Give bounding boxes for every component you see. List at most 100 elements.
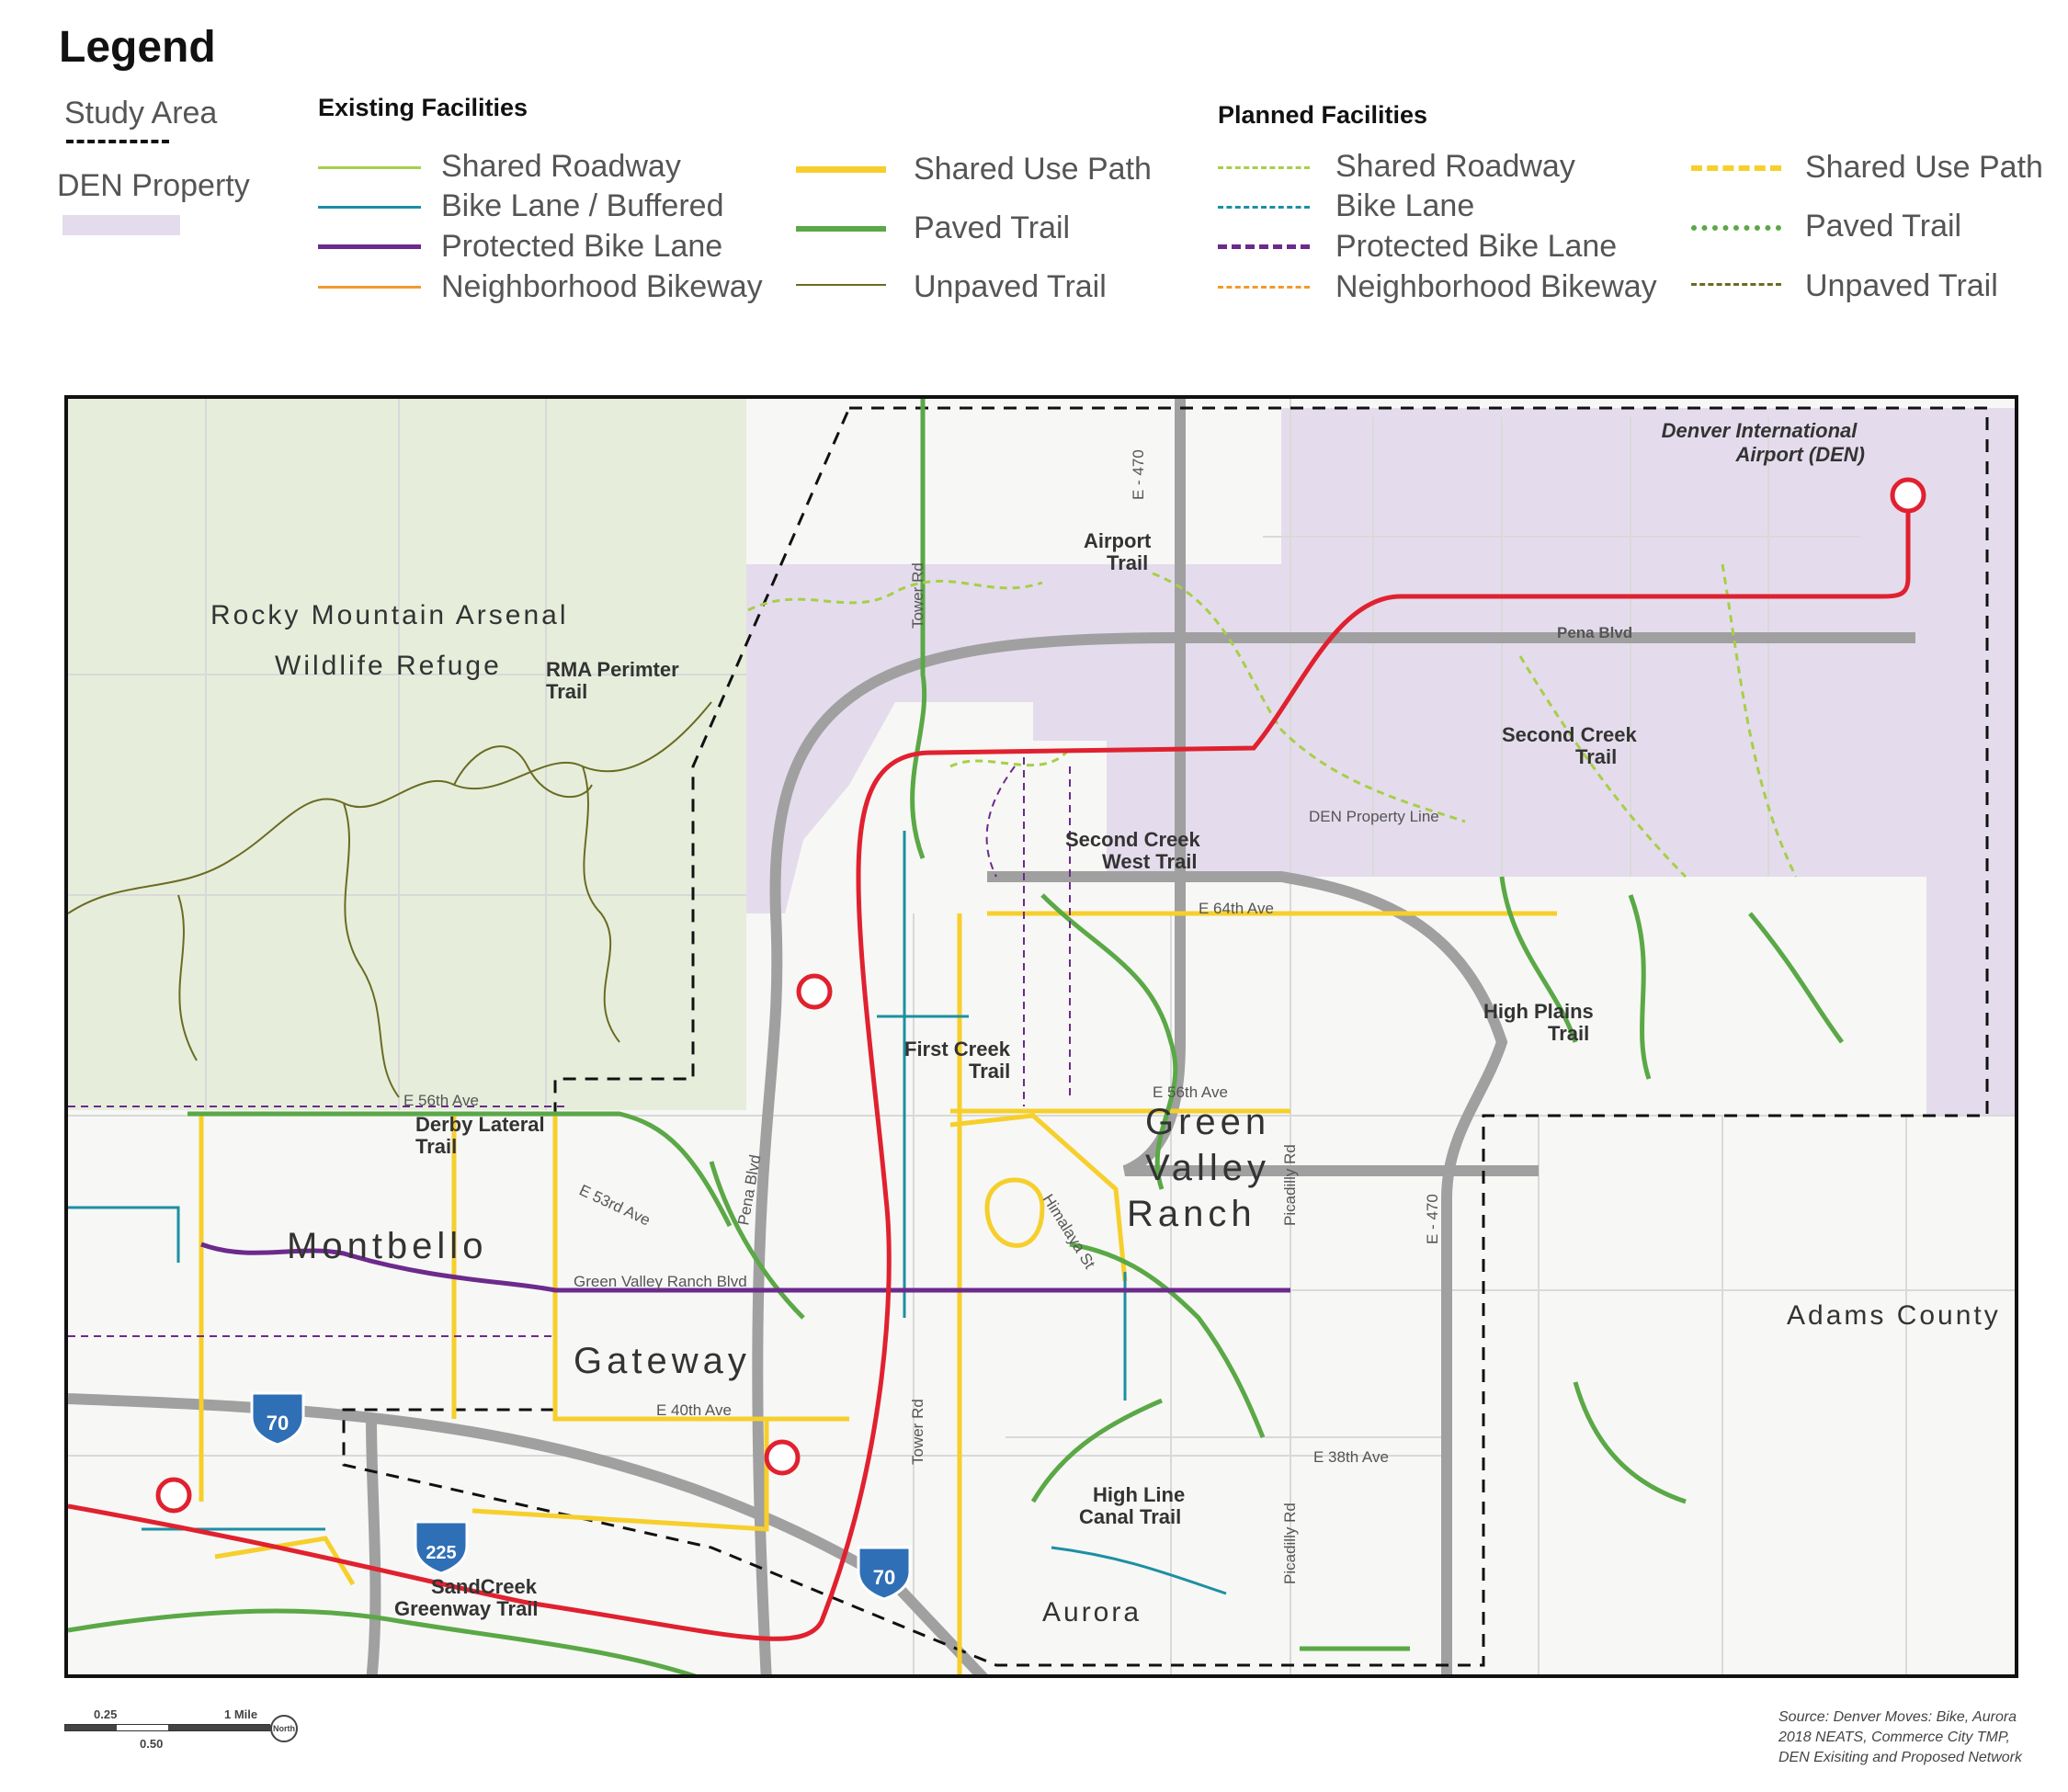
first-creek-label-line1: First Creek <box>904 1038 1011 1060</box>
study-area-boundary <box>342 406 1989 1667</box>
i70-shield-west <box>250 1391 305 1446</box>
legend-planned-paved-trail: Paved Trail <box>1805 209 1962 244</box>
legend-planned-paved-trail-swatch <box>1691 225 1781 231</box>
legend-existing-shared-use-path: Shared Use Path <box>914 152 1152 187</box>
station-central-park-icon <box>155 1477 192 1514</box>
e470-label-north: E - 470 <box>1130 449 1147 500</box>
airport-trail-label-line1: Airport <box>1084 529 1152 552</box>
refuge-area <box>68 399 746 1110</box>
bike-lanes <box>68 831 1227 1595</box>
legend-planned-unpaved-trail-swatch <box>1691 283 1781 286</box>
shared-use-paths <box>199 911 1557 1674</box>
legend-existing-protected-bike-lane: Protected Bike Lane <box>441 229 723 264</box>
legend-existing-paved-trail-swatch <box>796 226 886 232</box>
picadilly-label-north: Picadilly Rd <box>1281 1144 1299 1226</box>
source-note: Source: Denver Moves: Bike, Aurora 2018 … <box>1778 1707 2022 1768</box>
legend-planned-protected-bike-lane: Protected Bike Lane <box>1335 229 1618 264</box>
tower-rd-label-south: Tower Rd <box>909 1399 926 1465</box>
legend-planned-unpaved-trail: Unpaved Trail <box>1805 268 1998 303</box>
picadilly-label-south: Picadilly Rd <box>1281 1503 1299 1584</box>
rma-label-line2: Wildlife Refuge <box>275 651 502 681</box>
rma-label-line1: Rocky Mountain Arsenal <box>210 600 569 630</box>
i70-highway <box>68 1393 988 1674</box>
planned-protected-lanes <box>68 757 1071 1337</box>
scale-bar <box>64 1724 271 1731</box>
i70-shield-east-label: 70 <box>873 1566 895 1589</box>
e56-label-west: E 56th Ave <box>403 1092 479 1109</box>
legend-planned-heading: Planned Facilities <box>1218 101 1428 129</box>
legend-planned-shared-roadway: Shared Roadway <box>1335 149 1575 184</box>
station-markers <box>155 477 1926 1514</box>
protected-bike-lane <box>200 1242 1290 1293</box>
high-line-label-line2: Canal Trail <box>1079 1505 1181 1528</box>
den-label-line1: Denver International <box>1662 419 1858 442</box>
legend-planned-bike-lane: Bike Lane <box>1335 188 1475 223</box>
first-creek-label-line2: Trail <box>969 1060 1010 1083</box>
second-creek-west-label-line2: West Trail <box>1102 850 1198 873</box>
legend-title: Legend <box>59 23 216 72</box>
paved-trails <box>68 399 1845 1674</box>
source-line-3: DEN Exisiting and Proposed Network <box>1778 1750 2023 1765</box>
rail-line <box>68 495 1911 1641</box>
i225-shield <box>414 1520 469 1575</box>
legend-existing-unpaved-trail-swatch <box>796 284 886 286</box>
legend-existing-paved-trail: Paved Trail <box>914 210 1071 245</box>
e470-label-south: E - 470 <box>1424 1194 1441 1244</box>
adams-county-label: Adams County <box>1787 1300 2001 1331</box>
station-40th-icon <box>764 1439 801 1476</box>
high-plains-label-line1: High Plains <box>1483 1000 1594 1023</box>
airport-trail-label-line2: Trail <box>1107 551 1148 574</box>
scale-label-1mile: 1 Mile <box>224 1707 258 1721</box>
e56-label-east: E 56th Ave <box>1153 1083 1228 1101</box>
legend-existing-shared-roadway-swatch <box>318 166 421 169</box>
i70-shield-west-label: 70 <box>267 1412 289 1435</box>
e470-south-highway <box>987 871 1508 1674</box>
map-canvas: 70 225 70 Rocky Mountain Arsenal Wildlif… <box>68 399 2015 1674</box>
planned-shared-roadways <box>747 563 1798 879</box>
second-creek-west-label-line1: Second Creek <box>1065 828 1200 851</box>
gvr-label-line3: Ranch <box>1127 1194 1256 1234</box>
map-frame[interactable]: 70 225 70 Rocky Mountain Arsenal Wildlif… <box>64 395 2018 1678</box>
gvr-label-line2: Valley <box>1145 1148 1270 1188</box>
high-line-label-line1: High Line <box>1093 1483 1185 1506</box>
sandcreek-label-line1: SandCreek <box>431 1575 538 1598</box>
aurora-label: Aurora <box>1042 1597 1142 1628</box>
sandcreek-label-line2: Greenway Trail <box>394 1597 539 1620</box>
e40-label: E 40th Ave <box>656 1401 732 1419</box>
den-property-line-label: DEN Property Line <box>1309 808 1439 825</box>
unpaved-trails <box>68 701 712 1098</box>
tower-rd-label-north: Tower Rd <box>909 562 926 629</box>
derby-label-line1: Derby Lateral <box>415 1113 545 1136</box>
high-plains-label-line2: Trail <box>1548 1022 1589 1045</box>
north-arrow-icon: North <box>270 1715 298 1742</box>
legend-study-area-label: Study Area <box>64 96 218 130</box>
legend-planned-bike-lane-swatch <box>1218 206 1310 209</box>
legend-existing-neighborhood-bikeway-swatch <box>318 286 421 289</box>
legend-existing-bike-lane-swatch <box>318 206 421 209</box>
legend-planned-protected-bike-lane-swatch <box>1218 244 1310 249</box>
gvr-blvd-label: Green Valley Ranch Blvd <box>574 1273 747 1290</box>
legend-existing-protected-bike-lane-swatch <box>318 244 421 249</box>
derby-label-line2: Trail <box>415 1135 457 1158</box>
legend-study-area-swatch <box>66 140 169 143</box>
legend-planned-neighborhood-bikeway: Neighborhood Bikeway <box>1335 269 1657 304</box>
den-label-line2: Airport (DEN) <box>1734 443 1865 466</box>
legend-den-property-swatch <box>62 215 180 235</box>
north-label: North <box>273 1724 295 1733</box>
second-creek-label-line1: Second Creek <box>1502 723 1637 746</box>
legend-planned-shared-use-path: Shared Use Path <box>1805 150 2043 185</box>
rma-trail-label-line2: Trail <box>546 680 587 703</box>
legend-planned-shared-use-path-swatch <box>1691 165 1781 171</box>
legend-existing-heading: Existing Facilities <box>318 94 528 121</box>
e470-highway <box>1122 399 1539 1176</box>
legend-planned-shared-roadway-swatch <box>1218 166 1310 169</box>
e64-label: E 64th Ave <box>1199 900 1274 917</box>
legend-den-property-label: DEN Property <box>57 168 250 203</box>
station-den-icon <box>1890 477 1926 514</box>
pena-blvd <box>752 632 1181 1674</box>
rma-trail-label-line1: RMA Perimter <box>546 658 679 681</box>
legend-existing-shared-use-path-swatch <box>796 166 886 173</box>
source-line-1: Source: Denver Moves: Bike, Aurora <box>1778 1709 2017 1725</box>
source-line-2: 2018 NEATS, Commerce City TMP, <box>1778 1730 2010 1745</box>
scale-label-025: 0.25 <box>94 1707 118 1721</box>
